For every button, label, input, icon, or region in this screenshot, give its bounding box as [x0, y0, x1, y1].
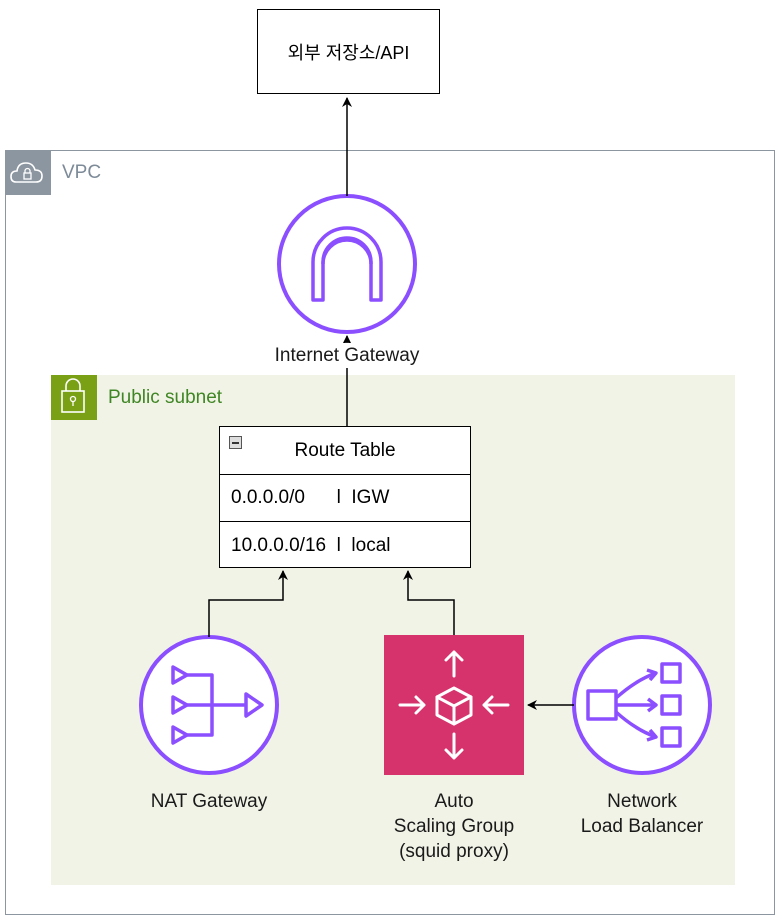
asg-label-line: Scaling Group [393, 816, 515, 837]
edge-asg-to-routetable [403, 570, 455, 635]
route-entry: 0.0.0.0/0 l IGW [231, 487, 390, 508]
collapse-icon[interactable] [229, 436, 242, 449]
nlb-label-line: Load Balancer [580, 816, 704, 837]
vpc-container [5, 150, 775, 915]
network-load-balancer-label: Network Load Balancer [542, 789, 742, 839]
internet-gateway-icon [277, 194, 417, 334]
edge-nat-to-routetable [208, 570, 288, 637]
route-entry: 10.0.0.0/16 l local [231, 534, 391, 556]
route-table-title: Route Table [220, 427, 470, 475]
subnet-lock-icon [51, 375, 97, 420]
external-storage-api-box: 외부 저장소/API [257, 9, 440, 94]
auto-scaling-group-icon [384, 635, 524, 775]
network-load-balancer-icon [572, 635, 712, 775]
route-table: Route Table 0.0.0.0/0 l IGW 10.0.0.0/16 … [219, 426, 471, 568]
internet-gateway-label: Internet Gateway [247, 343, 447, 368]
route-table-row: 0.0.0.0/0 l IGW [220, 475, 470, 522]
nlb-label-line: Network [607, 791, 677, 812]
edges [208, 97, 574, 710]
vpc-cloud-icon [5, 150, 51, 195]
nat-gateway-icon [139, 635, 279, 775]
asg-label-line: Auto [434, 791, 474, 812]
asg-label-line: (squid proxy) [399, 841, 509, 862]
route-table-row: 10.0.0.0/16 l local [220, 522, 470, 569]
auto-scaling-group-label: Auto Scaling Group (squid proxy) [354, 789, 554, 864]
public-subnet-label: Public subnet [108, 387, 223, 408]
vpc-label: VPC [62, 162, 102, 183]
external-storage-api-label: 외부 저장소/API [287, 42, 410, 63]
nat-gateway-label: NAT Gateway [150, 791, 268, 812]
